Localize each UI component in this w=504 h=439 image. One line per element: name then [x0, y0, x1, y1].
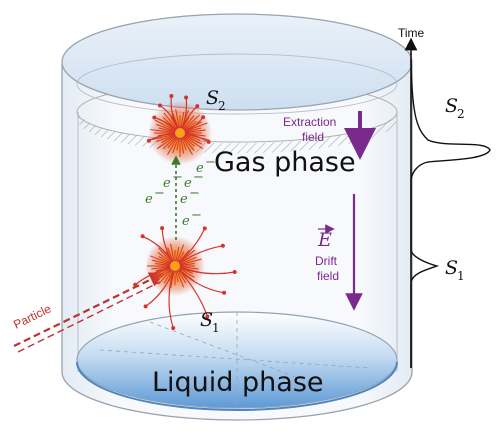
grid-line-b [149, 321, 331, 391]
burst-core [170, 261, 180, 271]
electron-label-6: e − [182, 208, 202, 229]
top-lid [61, 13, 413, 111]
signal-s2-label: S 2 [445, 95, 465, 121]
particle-label: Particle [11, 301, 53, 331]
liquid-phase-label: Liquid phase [152, 367, 324, 398]
svg-text:S: S [445, 95, 458, 117]
burst-tendril-tip [201, 115, 206, 120]
extraction-field: Extraction field [283, 111, 376, 160]
svg-text:e: e [145, 192, 153, 207]
drift-e-symbol: E [317, 229, 332, 251]
time-axis-label: Time [398, 26, 425, 40]
s2-scintillation-burst [146, 94, 212, 165]
drift-field: E Drift field [315, 194, 363, 311]
svg-text:Extraction: Extraction [283, 115, 336, 129]
s1-scintillation-burst [133, 226, 237, 330]
drift-label-2: field [317, 269, 339, 283]
burst-tendril-tip [220, 243, 225, 248]
signal-trace-panel: Time S 2 S 1 [398, 26, 491, 368]
s2-label: S 2 [206, 87, 226, 113]
svg-text:e: e [163, 176, 171, 191]
burst-tendril-tip [158, 103, 162, 108]
burst-tendril-tip [140, 234, 145, 239]
particle-arrow-line [13, 272, 165, 347]
signal-waveform [410, 59, 491, 368]
burst-tendril [174, 265, 235, 275]
svg-text:e: e [180, 192, 188, 207]
electron-label-5: e − [180, 186, 200, 207]
burst-tendril-tip [169, 94, 174, 98]
svg-text:−: − [193, 170, 204, 185]
svg-text:1: 1 [457, 269, 465, 283]
svg-text:S: S [200, 309, 213, 331]
burst-tendril-tip [133, 282, 138, 287]
liquid-rim [76, 361, 398, 411]
burst-core [175, 128, 185, 138]
electron-label-1: e − [163, 170, 183, 191]
electron-label-2: e − [184, 170, 204, 191]
burst-tendril-tip [195, 104, 200, 109]
signal-s1-label: S 1 [445, 257, 465, 283]
burst-tendril-tip [171, 326, 176, 330]
svg-text:2: 2 [218, 99, 226, 113]
svg-text:S: S [445, 257, 458, 279]
svg-text:e: e [182, 214, 190, 229]
burst-tendril-tip [146, 138, 151, 143]
svg-text:1: 1 [212, 321, 220, 335]
svg-text:field: field [302, 130, 324, 144]
grid-line-a [99, 349, 371, 369]
svg-text:2: 2 [457, 107, 465, 121]
electron-drift: e − e − e − e − e − e − [145, 155, 216, 240]
svg-text:−: − [205, 155, 216, 170]
svg-text:e: e [196, 161, 204, 176]
svg-text:−: − [191, 208, 202, 223]
burst-tendril [174, 265, 208, 317]
particle-arrow-line-2 [17, 281, 161, 353]
burst-tendril-tip [202, 226, 207, 231]
burst-tendril-tip [160, 226, 165, 231]
drift-label-1: Drift [315, 254, 338, 268]
svg-text:−: − [189, 186, 200, 201]
top-lid-inner [76, 53, 398, 115]
burst-tendril-tip [143, 304, 148, 309]
cylinder [61, 13, 413, 421]
svg-text:e: e [184, 176, 192, 191]
burst-tendril-tip [222, 290, 227, 295]
s1-label: S 1 [200, 309, 220, 335]
electron-label-4: e − [145, 186, 165, 207]
burst-tendril-tip [184, 95, 189, 100]
svg-text:−: − [172, 170, 183, 185]
burst-tendril-tip [232, 270, 237, 274]
svg-text:S: S [206, 87, 219, 109]
burst-tendril-tip [152, 115, 157, 120]
burst-tendril-tip [205, 314, 210, 319]
electron-label-3: e − [196, 155, 216, 176]
gas-phase-label: Gas phase [214, 147, 356, 178]
svg-text:−: − [154, 186, 165, 201]
burst-tendril-tip [206, 139, 211, 144]
